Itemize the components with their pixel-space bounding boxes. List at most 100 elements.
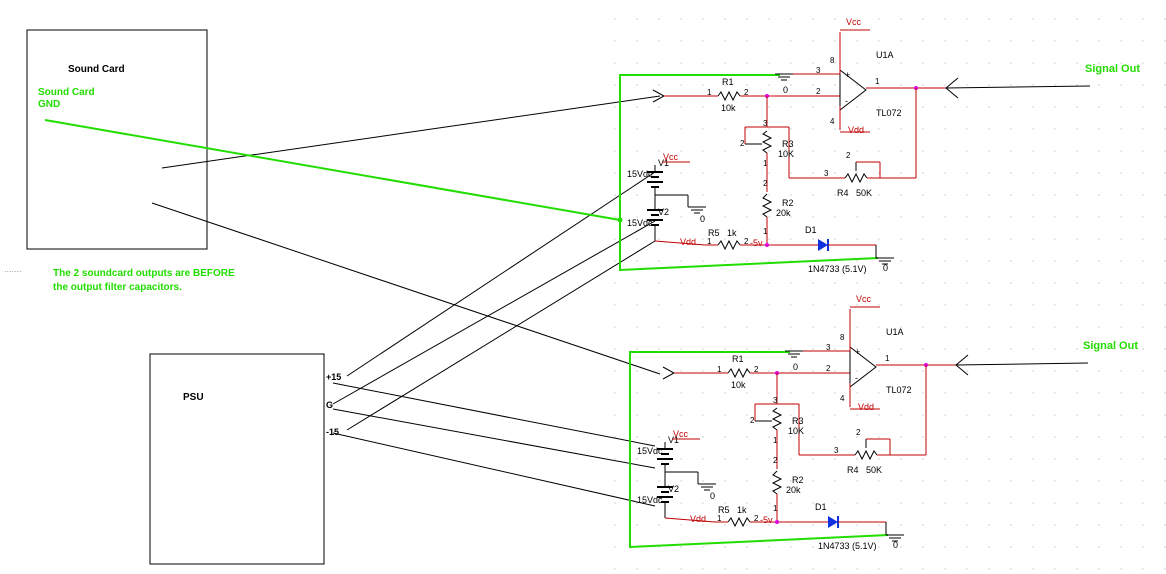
- resistor-r2-icon: [761, 193, 773, 218]
- opamp-icon: [839, 68, 867, 112]
- pin-number: 3: [816, 66, 821, 75]
- r1-value: 10k: [721, 103, 736, 113]
- ground-zero-label: 0: [700, 214, 705, 224]
- r1-value: 10k: [731, 380, 746, 390]
- ground-zero-label: 0: [883, 263, 888, 273]
- v1-label: V1: [668, 435, 679, 445]
- pin-number: 1: [875, 77, 880, 86]
- pin-number: 1: [763, 227, 768, 236]
- pin-number: 2: [846, 151, 851, 160]
- v2-label: V2: [658, 207, 669, 217]
- note-dots: .......: [4, 264, 22, 274]
- pin-number: 3: [826, 343, 831, 352]
- pin-number: 2: [816, 87, 821, 96]
- signal-out-label: Signal Out: [1083, 340, 1138, 352]
- resistor-r5-icon: [727, 516, 751, 528]
- pin-number: 1: [707, 88, 712, 97]
- pin-number: 2: [826, 364, 831, 373]
- vdd2-label: Vdd: [680, 237, 696, 247]
- pin-number: 2: [763, 179, 768, 188]
- r2-label: R2: [792, 475, 804, 485]
- junction-dot: [775, 520, 779, 524]
- pin-number: 1: [717, 514, 722, 523]
- pin-number: 1: [717, 365, 722, 374]
- r5-label: R5: [708, 228, 720, 238]
- v1-vcc-label: Vcc: [673, 429, 689, 439]
- v1-value: 15Vdc: [627, 169, 653, 179]
- pin-number: 3: [763, 119, 768, 128]
- psu-terminal-minus15: -15: [326, 427, 339, 437]
- r1-label: R1: [722, 77, 734, 87]
- pin-number: 1: [773, 504, 778, 513]
- wire: [664, 517, 716, 523]
- pin-number: 4: [840, 394, 845, 403]
- vdd-label: Vdd: [858, 402, 874, 412]
- ground-loop-wire: [629, 351, 889, 549]
- ground-zero-label: 0: [710, 491, 715, 501]
- pin-number: 2: [856, 428, 861, 437]
- junction-dot: [765, 243, 769, 247]
- r3-label: R3: [782, 139, 794, 149]
- opamp-minus-sign: -: [845, 96, 848, 106]
- input-arrow-icon: [662, 366, 676, 380]
- pin-number: 2: [744, 237, 749, 246]
- zener-diode-icon: [818, 239, 828, 251]
- vdd2-label: Vdd: [690, 514, 706, 524]
- r2-value: 20k: [776, 208, 791, 218]
- interconnect-wires: [151, 95, 661, 507]
- r3-value: 10K: [778, 149, 794, 159]
- pin-number: 2: [740, 139, 745, 148]
- pin-number: 2: [744, 88, 749, 97]
- pin-number: 2: [754, 514, 759, 523]
- pin-number: 3: [773, 396, 778, 405]
- r4-label: R4: [837, 188, 849, 198]
- resistor-r4-icon: [854, 449, 878, 461]
- pin-number: 3: [824, 169, 829, 178]
- wire: [654, 240, 706, 246]
- pin-number: 4: [830, 117, 835, 126]
- r5-value: 1k: [727, 228, 737, 238]
- psu-terminal-plus15: +15: [326, 372, 341, 382]
- sound-card-gnd-label-1: Sound Card: [38, 87, 95, 98]
- resistor-r4-icon: [844, 172, 868, 184]
- resistor-r3-icon: [761, 130, 773, 154]
- minus5-label: -5v: [750, 238, 763, 248]
- resistor-r1-icon: [727, 367, 751, 379]
- opamp-icon: [849, 345, 877, 389]
- sound-card-gnd-label-2: GND: [38, 99, 60, 110]
- vcc-label: Vcc: [846, 17, 862, 27]
- opamp-ref: U1A: [876, 50, 894, 60]
- r4-value: 50K: [856, 188, 872, 198]
- d1-label: D1: [815, 502, 827, 512]
- d1-part: 1N4733 (5.1V): [818, 541, 877, 551]
- output-wire: [955, 362, 1089, 366]
- psu-label: PSU: [183, 392, 204, 403]
- v1-label: V1: [658, 158, 669, 168]
- r5-value: 1k: [737, 505, 747, 515]
- output-wire: [945, 85, 1091, 89]
- vcc-label: Vcc: [856, 294, 872, 304]
- zener-diode-icon: [828, 516, 838, 528]
- v1-value: 15Vdc: [637, 446, 663, 456]
- r2-label: R2: [782, 198, 794, 208]
- ground-zero-label: 0: [893, 540, 898, 550]
- r3-value: 10K: [788, 426, 804, 436]
- v2-label: V2: [668, 484, 679, 494]
- pin-number: 8: [840, 333, 845, 342]
- pin-number: 1: [773, 436, 778, 445]
- sound-card-box: [26, 29, 208, 250]
- resistor-r2-icon: [771, 470, 783, 495]
- opamp-minus-sign: -: [855, 373, 858, 383]
- r2-value: 20k: [786, 485, 801, 495]
- r4-label: R4: [847, 465, 859, 475]
- pin-number: 3: [834, 446, 839, 455]
- signal-out-label: Signal Out: [1085, 63, 1140, 75]
- opamp-plus-sign: +: [845, 70, 850, 80]
- sound-card-label: Sound Card: [68, 64, 125, 75]
- resistor-r5-icon: [717, 239, 741, 251]
- opamp-part: TL072: [886, 385, 912, 395]
- pin-number: 2: [754, 365, 759, 374]
- r4-value: 50K: [866, 465, 882, 475]
- vdd-label: Vdd: [848, 125, 864, 135]
